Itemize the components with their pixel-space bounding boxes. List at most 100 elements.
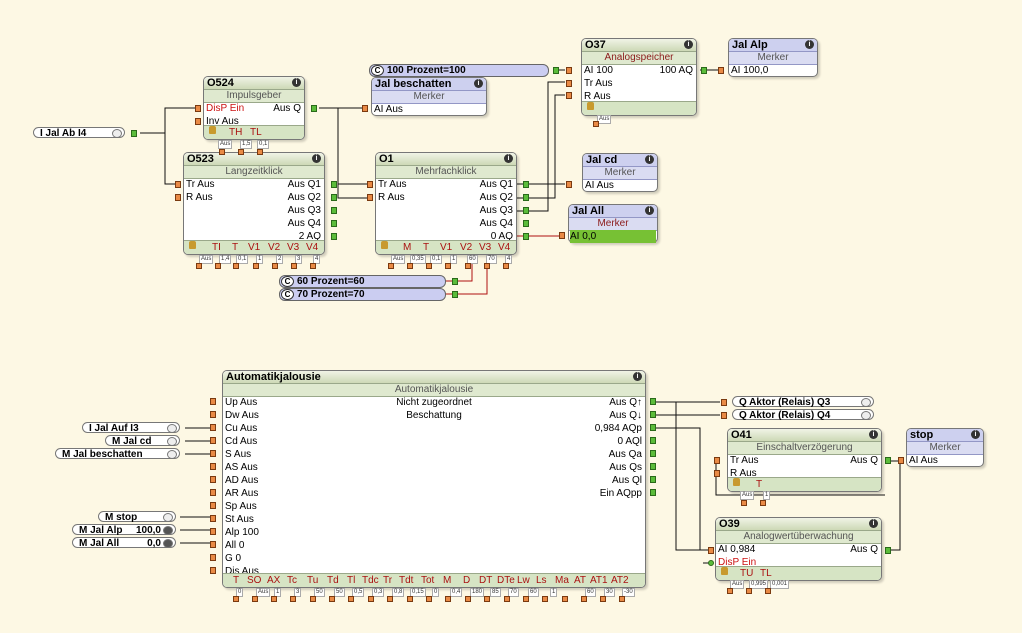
info-icon[interactable]: i [971,430,980,439]
info-icon[interactable]: i [805,40,814,49]
output-pin[interactable] [650,437,656,444]
output-pin[interactable] [452,278,458,285]
param-pin[interactable] [257,149,263,155]
info-icon[interactable]: i [292,78,301,87]
param-pin[interactable] [523,596,529,602]
param-pin[interactable] [600,596,606,602]
info-icon[interactable]: i [869,430,878,439]
param-pin[interactable] [727,588,733,594]
info-icon[interactable]: i [684,40,693,49]
input-pin[interactable] [210,515,216,522]
input-pin[interactable] [362,105,368,112]
param-pin[interactable] [291,263,297,269]
input-pin[interactable] [210,502,216,509]
merker-jal-beschatten[interactable]: Jal beschatten i Merker AI Aus [371,77,487,116]
block-automatikjalousie[interactable]: Automatikjalousie i Automatikjalousie Ni… [222,370,646,588]
output-pin[interactable] [311,105,317,112]
input-pin[interactable] [210,463,216,470]
output-pin[interactable] [553,67,559,74]
input-m-jal-cd[interactable]: M Jal cd [105,435,180,447]
input-pin[interactable] [210,554,216,561]
output-pin[interactable] [331,194,337,201]
param-pin[interactable] [484,263,490,269]
input-pin[interactable] [566,92,572,99]
output-aktor-q3[interactable]: Q Aktor (Relais) Q3 [732,396,874,408]
output-pin[interactable] [523,233,529,240]
input-m-jal-beschatten[interactable]: M Jal beschatten [55,448,180,460]
output-pin[interactable] [331,220,337,227]
output-pin[interactable] [331,181,337,188]
param-pin[interactable] [272,263,278,269]
param-pin[interactable] [368,596,374,602]
output-pin[interactable] [650,463,656,470]
input-pin[interactable] [898,457,904,464]
param-pin[interactable] [741,500,747,506]
input-pin[interactable] [210,476,216,483]
input-pin[interactable] [210,567,216,574]
merker-jal-cd[interactable]: Jal cd i Merker AI Aus [582,153,658,192]
input-pin[interactable] [195,105,201,112]
input-pin[interactable] [175,194,181,201]
output-pin[interactable] [452,291,458,298]
output-pin[interactable] [650,411,656,418]
output-pin[interactable] [131,130,137,137]
input-pin[interactable] [210,398,216,405]
merker-jal-all[interactable]: Jal All i Merker AI 0,0 [568,204,658,243]
input-pin[interactable] [175,181,181,188]
output-pin[interactable] [331,207,337,214]
param-pin[interactable] [593,121,599,127]
param-pin[interactable] [426,596,432,602]
param-pin[interactable] [484,596,490,602]
input-pin[interactable] [195,118,201,125]
param-pin[interactable] [619,596,625,602]
output-pin[interactable] [650,476,656,483]
output-pin[interactable] [650,450,656,457]
param-pin[interactable] [253,263,259,269]
input-pin[interactable] [708,547,714,554]
param-pin[interactable] [765,588,771,594]
output-pin[interactable] [331,233,337,240]
output-pin[interactable] [523,194,529,201]
output-pin[interactable] [650,398,656,405]
param-pin[interactable] [388,263,394,269]
param-pin[interactable] [760,500,766,506]
input-pin[interactable] [566,181,572,188]
input-pin[interactable] [721,412,727,419]
param-pin[interactable] [562,596,568,602]
param-pin[interactable] [504,596,510,602]
info-icon[interactable]: i [645,155,654,164]
input-pin[interactable] [367,194,373,201]
input-pin[interactable] [210,528,216,535]
param-pin[interactable] [387,596,393,602]
param-pin[interactable] [329,596,335,602]
param-pin[interactable] [310,263,316,269]
input-jal-auf-i3[interactable]: I Jal Auf I3 [82,422,180,434]
input-pin[interactable] [210,437,216,444]
input-pin[interactable] [708,560,714,566]
output-pin[interactable] [650,424,656,431]
input-jal-ab-i4[interactable]: I Jal Ab I4 [33,127,125,139]
param-pin[interactable] [219,149,225,155]
input-m-stop[interactable]: M stop [98,511,176,523]
param-pin[interactable] [407,596,413,602]
input-pin[interactable] [566,67,572,74]
param-pin[interactable] [465,263,471,269]
merker-stop[interactable]: stop i Merker AI Aus [906,428,984,467]
input-pin[interactable] [559,232,565,239]
param-pin[interactable] [238,149,244,155]
output-pin[interactable] [885,547,891,554]
input-pin[interactable] [210,541,216,548]
param-pin[interactable] [445,263,451,269]
param-pin[interactable] [290,596,296,602]
param-pin[interactable] [233,596,239,602]
